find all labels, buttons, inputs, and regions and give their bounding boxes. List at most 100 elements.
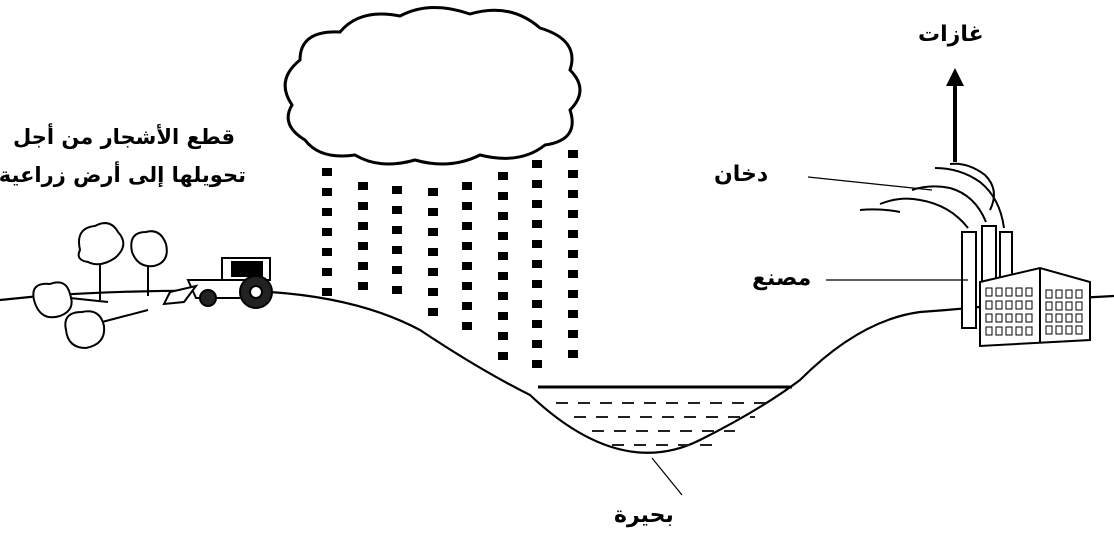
rain-drop	[532, 260, 542, 268]
rain-drop	[498, 212, 508, 220]
rain-drop	[498, 352, 508, 360]
factory-window	[1055, 289, 1063, 299]
rain-drop	[568, 170, 578, 178]
rain-drop	[532, 240, 542, 248]
factory-window	[995, 313, 1003, 323]
factory-window	[985, 313, 993, 323]
rain-drop	[532, 360, 542, 368]
rain-drop	[392, 266, 402, 274]
rain-drop	[532, 200, 542, 208]
rain-drop	[532, 280, 542, 288]
rain-drop	[532, 220, 542, 228]
arrow-up-icon	[946, 68, 964, 162]
label-deforestation-line1: قطع الأشجار من أجل	[12, 125, 236, 149]
factory-window	[1075, 325, 1083, 335]
rain-drop	[568, 330, 578, 338]
rain-drop	[532, 340, 542, 348]
factory-window	[1015, 326, 1023, 336]
factory-window	[1045, 301, 1053, 311]
factory-window	[1075, 313, 1083, 323]
rain-drop	[392, 286, 402, 294]
factory-window	[1005, 313, 1013, 323]
rain-drop	[358, 282, 368, 290]
rain-drop	[428, 208, 438, 216]
rain-drop	[498, 252, 508, 260]
factory-window	[1045, 289, 1053, 299]
rain-drop	[568, 250, 578, 258]
rain-drop	[428, 288, 438, 296]
tractor-icon	[162, 257, 273, 309]
rain-drop	[498, 292, 508, 300]
factory-window	[1005, 287, 1013, 297]
rain-drop	[428, 228, 438, 236]
rain-drop	[532, 320, 542, 328]
rain-drop	[358, 182, 368, 190]
factory-window	[1005, 300, 1013, 310]
rain-drop	[392, 246, 402, 254]
factory-window	[1065, 301, 1073, 311]
factory-window	[995, 300, 1003, 310]
rain-drop	[568, 270, 578, 278]
rain-drop	[462, 262, 472, 270]
rain-drop	[322, 168, 332, 176]
rain-drop	[392, 226, 402, 234]
factory-window	[985, 287, 993, 297]
factory-window	[1015, 313, 1023, 323]
factory-window	[1075, 301, 1083, 311]
rain-drop	[498, 232, 508, 240]
factory-window	[995, 287, 1003, 297]
rain-drop	[462, 222, 472, 230]
factory-window	[995, 326, 1003, 336]
factory-window	[1015, 300, 1023, 310]
rain-drop	[568, 190, 578, 198]
rain-drop	[532, 160, 542, 168]
factory-window	[1065, 325, 1073, 335]
rain-icon	[322, 150, 578, 368]
rain-drop	[322, 188, 332, 196]
rain-drop	[428, 248, 438, 256]
rain-drop	[532, 180, 542, 188]
rain-drop	[498, 332, 508, 340]
label-smoke: دخان	[714, 162, 769, 187]
rain-drop	[462, 182, 472, 190]
rain-drop	[568, 290, 578, 298]
factory-window	[1005, 326, 1013, 336]
rain-drop	[568, 210, 578, 218]
factory-window	[1025, 326, 1033, 336]
factory-window	[1055, 301, 1063, 311]
rain-drop	[568, 310, 578, 318]
lake	[538, 385, 792, 496]
rain-drop	[428, 188, 438, 196]
factory-window	[1055, 313, 1063, 323]
rain-drop	[322, 228, 332, 236]
factory-window	[1045, 313, 1053, 323]
label-deforestation: قطع الأشجار من أجل تحويلها إلى أرض زراعي…	[0, 118, 246, 194]
factory-window	[1065, 289, 1073, 299]
rain-drop	[392, 206, 402, 214]
rain-drop	[428, 268, 438, 276]
factory-icon	[961, 225, 1091, 348]
rain-drop	[462, 202, 472, 210]
lake-pointer	[651, 457, 683, 496]
cloud-icon	[283, 5, 582, 166]
rain-drop	[568, 230, 578, 238]
rain-drop	[568, 150, 578, 158]
factory-window	[1055, 325, 1063, 335]
rain-drop	[462, 242, 472, 250]
rain-drop	[358, 262, 368, 270]
label-factory: مصنع	[752, 266, 812, 291]
factory-window	[985, 300, 993, 310]
rain-drop	[498, 172, 508, 180]
rain-drop	[322, 288, 332, 296]
label-deforestation-line2: تحويلها إلى أرض زراعية	[0, 163, 246, 187]
smoke-pointer	[807, 176, 933, 191]
rain-drop	[392, 186, 402, 194]
label-gases: غازات	[918, 22, 984, 47]
rain-drop	[462, 302, 472, 310]
smoke	[859, 162, 1005, 229]
label-lake: بحيرة	[614, 503, 674, 528]
rain-drop	[532, 300, 542, 308]
rain-drop	[358, 242, 368, 250]
rain-drop	[462, 282, 472, 290]
